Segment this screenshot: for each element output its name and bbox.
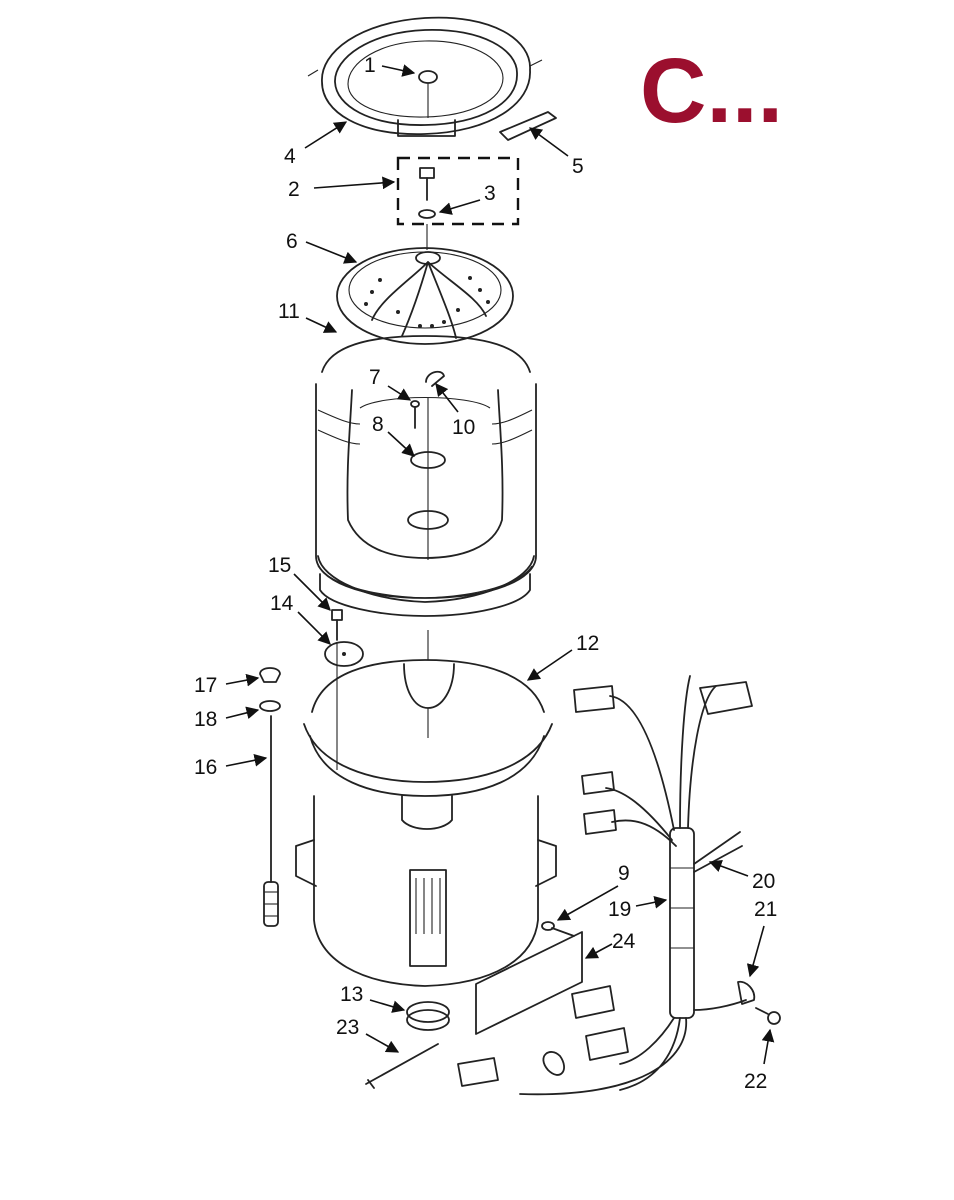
screw-22-part xyxy=(755,1007,781,1025)
tub-ring-part xyxy=(307,16,543,137)
callout-labels: 1 2 3 4 5 6 7 8 9 10 11 12 13 14 15 16 1… xyxy=(194,54,777,1093)
callout-17: 17 xyxy=(194,674,217,697)
callout-1: 1 xyxy=(364,54,376,77)
callout-3: 3 xyxy=(484,182,496,205)
callout-14: 14 xyxy=(270,592,294,615)
callout-18: 18 xyxy=(194,708,217,731)
callout-16: 16 xyxy=(194,756,217,779)
callout-20: 20 xyxy=(752,870,775,893)
clip-part xyxy=(425,370,445,387)
tie-strap-part xyxy=(365,1043,439,1089)
leader-lines xyxy=(225,64,775,1065)
callout-19: 19 xyxy=(608,898,631,921)
wire-harness-part xyxy=(457,675,781,1096)
callout-7: 7 xyxy=(369,366,381,389)
callout-5: 5 xyxy=(572,155,584,178)
callout-21: 21 xyxy=(754,898,777,921)
cover-part xyxy=(324,641,364,667)
callout-11: 11 xyxy=(278,300,300,323)
callout-2: 2 xyxy=(288,178,300,201)
outer-tub-part xyxy=(295,630,557,987)
strip-part xyxy=(499,111,557,141)
screw-15-part xyxy=(331,609,343,641)
callout-9: 9 xyxy=(618,862,630,885)
wash-basket-part xyxy=(315,335,537,617)
callout-8: 8 xyxy=(372,413,384,436)
board-part xyxy=(475,931,583,1035)
callout-15: 15 xyxy=(268,554,291,577)
callout-6: 6 xyxy=(286,230,298,253)
callout-22: 22 xyxy=(744,1070,767,1093)
seal-part xyxy=(406,1001,450,1031)
suspension-rod-part xyxy=(259,667,281,927)
cap-part xyxy=(418,70,438,84)
fastener-kit-box xyxy=(396,156,520,226)
callout-12: 12 xyxy=(576,632,599,655)
screw-9-part xyxy=(541,921,575,937)
bolt-part xyxy=(419,167,435,201)
callout-24: 24 xyxy=(612,930,636,953)
callout-10: 10 xyxy=(452,416,475,439)
brand-logo-text: C... xyxy=(640,40,783,142)
washer-part xyxy=(418,209,436,219)
callout-13: 13 xyxy=(340,983,363,1006)
callout-4: 4 xyxy=(284,145,296,168)
screw-part xyxy=(410,400,420,429)
impeller-part xyxy=(336,247,514,345)
callout-23: 23 xyxy=(336,1016,359,1039)
